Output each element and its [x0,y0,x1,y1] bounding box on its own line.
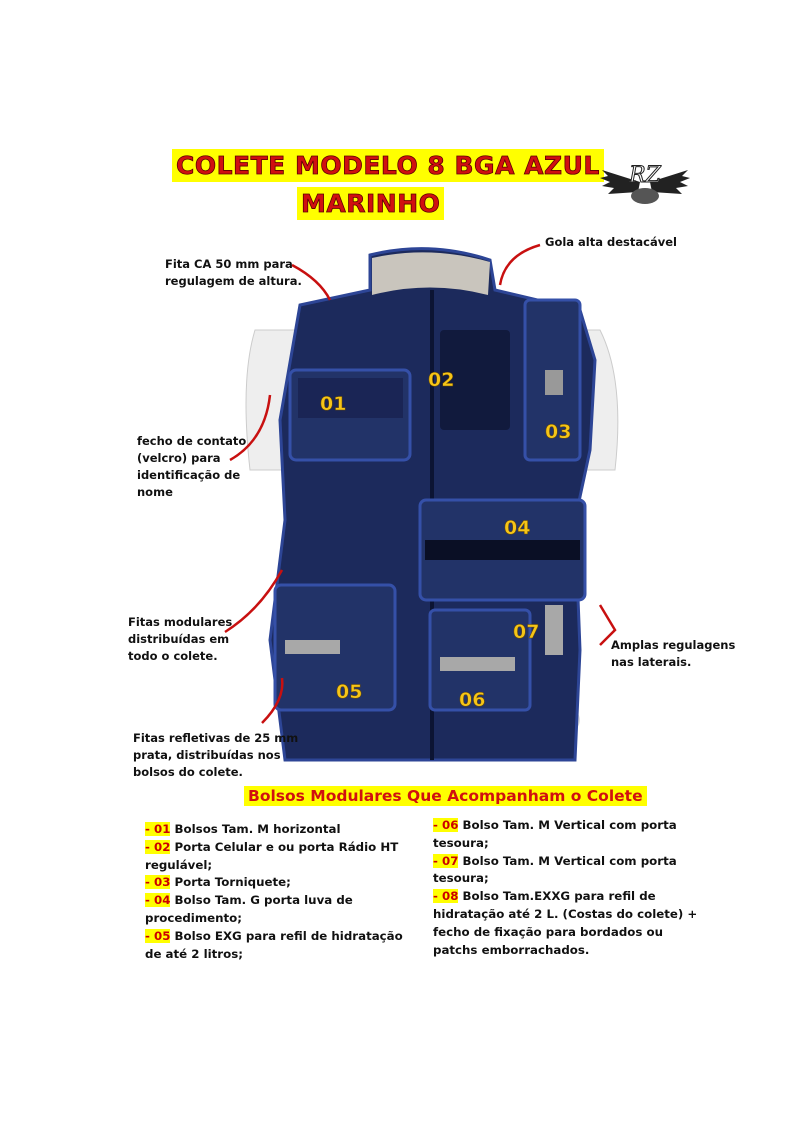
list-item: - 05 Bolso EXG para refil de hidratação … [145,928,403,961]
list-left: - 01 Bolsos Tam. M horizontal - 02 Porta… [145,821,415,963]
list-item: - 06 Bolso Tam. M Vertical com porta tes… [433,818,677,850]
pocket-number-04: 04 [504,517,531,540]
pocket-number-07: 07 [513,621,540,644]
logo-text: RZ [628,163,662,188]
title-line-1: COLETE MODELO 8 BGA AZUL [172,149,604,182]
list-item: - 01 Bolsos Tam. M horizontal [145,822,341,836]
pocket-number-03: 03 [545,421,572,444]
rz-logo: RZ [600,152,690,212]
pocket-number-05: 05 [336,681,363,704]
list-right: - 06 Bolso Tam. M Vertical com porta tes… [433,817,708,959]
subtitle: Bolsos Modulares Que Acompanham o Colete [244,785,647,807]
list-item: - 07 Bolso Tam. M Vertical com porta tes… [433,853,677,886]
list-item: - 08 Bolso Tam.EXXG para refil de hidrat… [433,889,698,957]
list-item: - 04 Bolso Tam. G porta luva de procedim… [145,893,353,925]
list-item: - 03 Porta Torniquete; [145,875,291,890]
pocket-number-06: 06 [459,689,486,712]
title-line-2: MARINHO [297,187,445,220]
callout-gola: Gola alta destacável [545,235,677,249]
pocket-number-02: 02 [428,369,455,392]
pocket-number-01: 01 [320,393,347,416]
list-item: - 02 Porta Celular e ou porta Rádio HT r… [145,839,399,872]
